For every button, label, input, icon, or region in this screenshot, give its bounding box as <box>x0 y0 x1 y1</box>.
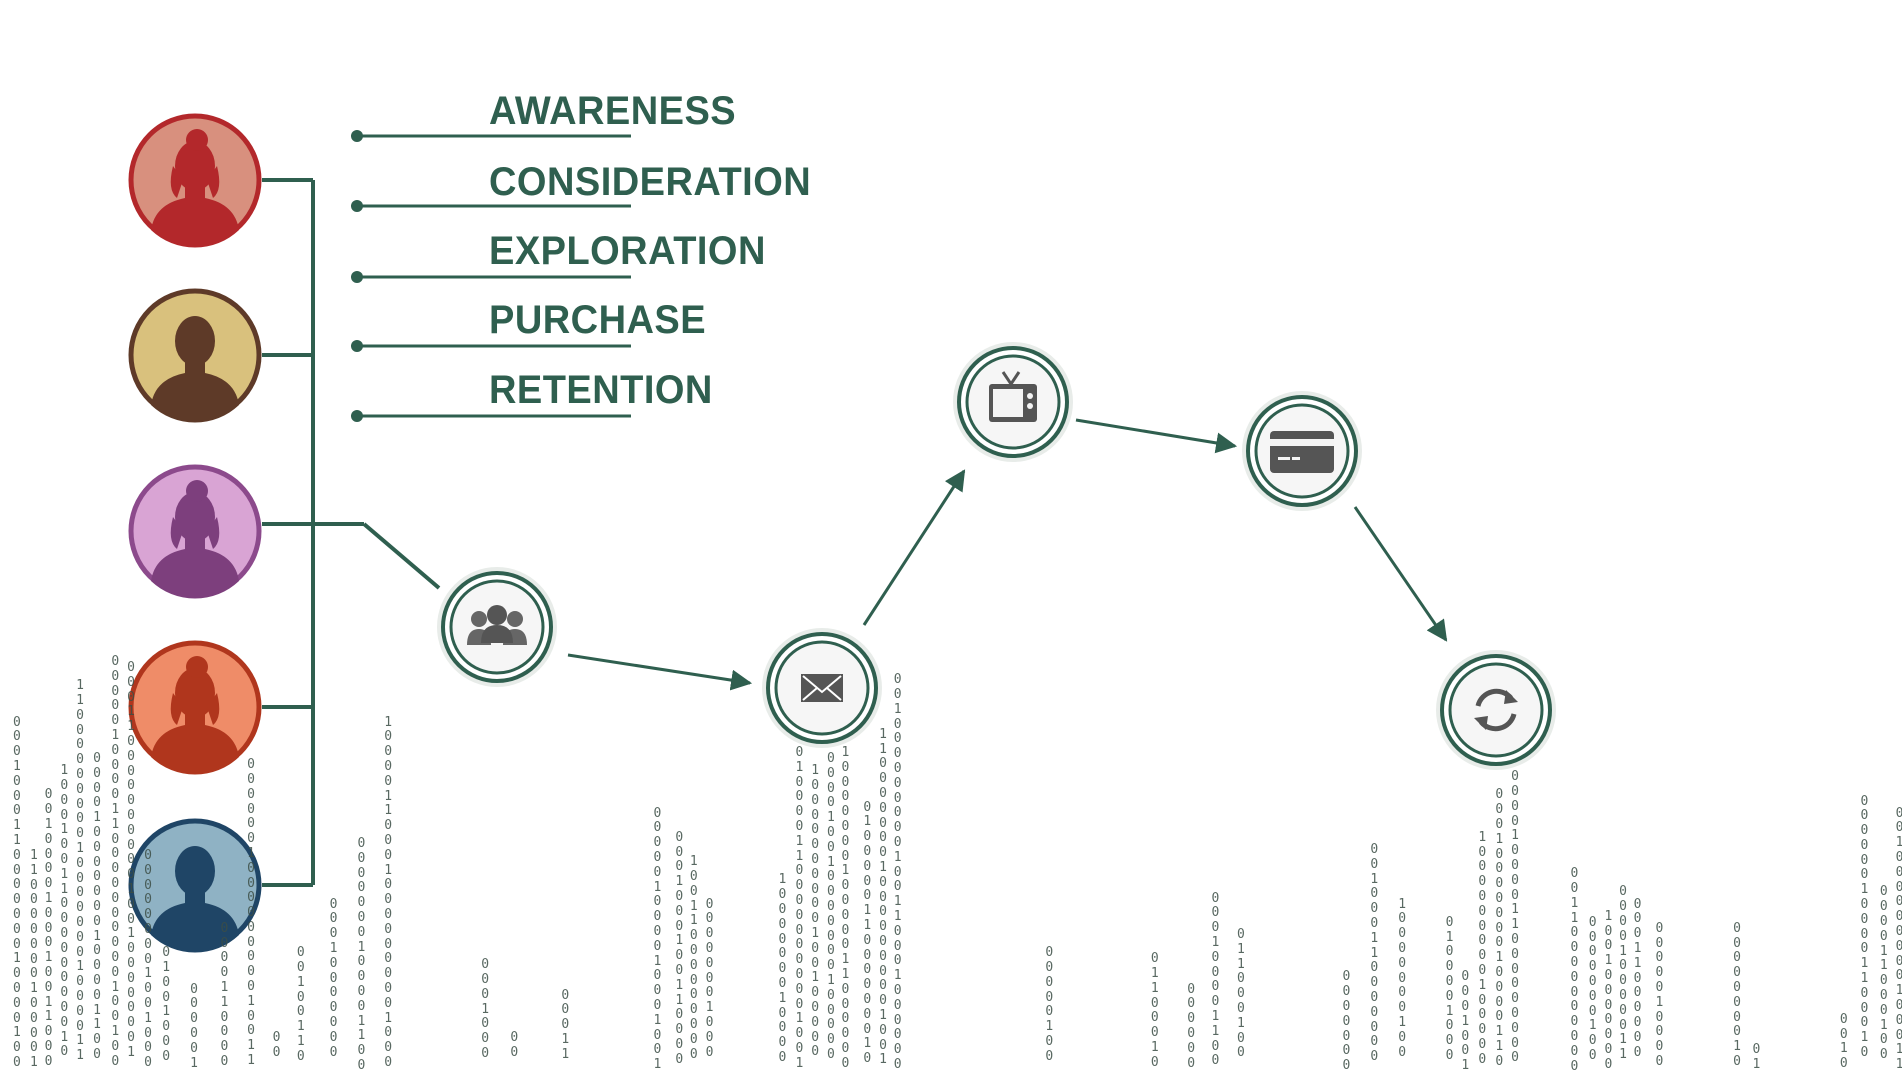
binary-column: 10001001100000000010 <box>60 763 69 1060</box>
binary-column: 00 <box>272 1030 281 1060</box>
persona-connector <box>262 178 441 887</box>
touchpoint-node-tv[interactable] <box>953 342 1073 462</box>
touchpoint-node-mail[interactable] <box>762 628 882 748</box>
binary-column: 0100001100000000001001 <box>795 744 804 1071</box>
binary-column: 000010000011 <box>1619 884 1627 1063</box>
person-silhouette-icon <box>151 316 239 423</box>
binary-column: 0010 <box>1839 1011 1848 1072</box>
binary-column: 000001 <box>190 981 198 1071</box>
binary-column: 1000000010000011000000 <box>841 744 850 1071</box>
binary-column: 000100011000000010000100 <box>13 714 21 1070</box>
binary-column: 0001001 <box>1461 969 1470 1074</box>
binary-column: 000011000100 <box>1879 884 1888 1063</box>
binary-column: 110000000100001 <box>30 848 38 1071</box>
touchpoint-node-credit-card[interactable] <box>1242 391 1362 511</box>
mail-icon <box>801 674 843 702</box>
binary-column: 0000000100 <box>1588 914 1597 1063</box>
binary-column: 01001000 <box>162 945 171 1064</box>
binary-column: 00 <box>510 1030 519 1060</box>
binary-column: 011000100 <box>1236 926 1245 1061</box>
stage-lines <box>351 130 631 422</box>
touchpoint-node-refresh[interactable] <box>1436 650 1556 770</box>
binary-column: 0001000 <box>481 957 490 1062</box>
stage-label-retention: RETENTION <box>489 368 713 412</box>
group-icon <box>467 605 527 645</box>
person-silhouette-icon <box>151 129 239 248</box>
binary-column: 0010000100010011000 <box>44 787 53 1069</box>
binary-column: 001000000000100110001000000 <box>893 672 902 1072</box>
binary-column: 0100001000 <box>1445 914 1454 1063</box>
arrow-card-to-refresh <box>1353 506 1448 642</box>
arrow-mail-to-tv <box>862 469 966 626</box>
person-silhouette-icon <box>151 846 239 953</box>
stage-label-consideration: CONSIDERATION <box>489 160 812 204</box>
binary-column: 11000000000100000001000011 <box>76 678 84 1064</box>
person-silhouette-icon <box>151 480 239 599</box>
binary-column: 001000000000100011 <box>1895 805 1902 1073</box>
binary-column: 0000010000 <box>1655 920 1664 1070</box>
stage-label-awareness: AWARENESS <box>489 89 737 133</box>
binary-column: 01100010 <box>1150 951 1159 1070</box>
stage-dot <box>351 340 363 352</box>
stage-dot <box>351 200 363 212</box>
binary-column: 11000000010000000001001 <box>879 726 887 1068</box>
journey-arrows <box>567 418 1448 691</box>
stage-dot <box>351 410 363 422</box>
persona-woman-red-avatar <box>128 113 262 248</box>
persona-woman-orange-avatar <box>128 640 262 775</box>
arrow-group-to-mail <box>567 653 753 691</box>
binary-column: 0000110000 <box>220 920 229 1070</box>
stage-label-purchase: PURCHASE <box>489 298 707 342</box>
credit-card-icon <box>1270 431 1334 473</box>
tv-icon <box>989 371 1037 422</box>
binary-column: 000000100001100010 <box>1860 793 1869 1061</box>
binary-column: 00010000000 <box>329 896 338 1060</box>
stage-dot <box>351 130 363 142</box>
binary-column: 010000011000000010 <box>863 799 872 1067</box>
binary-column: 00001000011000000000 <box>1511 769 1519 1066</box>
binary-column: 0000000 <box>1342 969 1351 1074</box>
binary-column: 000001000010001001 <box>653 805 662 1073</box>
binary-column: 0001000000010000110 <box>1495 787 1504 1069</box>
binary-column: 000010000000100001100 <box>93 751 101 1062</box>
binary-column: 0000010000110000000000100100 <box>111 654 120 1069</box>
binary-column: 00100110 <box>296 945 305 1064</box>
binary-column: 0000000100001100 <box>357 835 366 1073</box>
binary-column: 10011000000000 <box>689 854 698 1062</box>
binary-column: 1000000010000 <box>778 872 787 1065</box>
stage-label-exploration: EXPLORATION <box>489 229 766 273</box>
binary-column: 000100001100 <box>1211 890 1220 1069</box>
binary-column: 000000 <box>1187 981 1196 1071</box>
binary-column: 000110000000000100100000001 <box>127 660 135 1060</box>
binary-column: 1000000000100000 <box>1478 829 1487 1067</box>
binary-column: 10000000000100100000 <box>811 763 820 1060</box>
binary-column: 10000000100 <box>1398 896 1407 1060</box>
refresh-icon <box>1474 688 1518 732</box>
binary-column: 00000001000 <box>705 896 714 1060</box>
persona-man-blue-avatar <box>128 818 262 953</box>
stage-dot <box>351 271 363 283</box>
persona-woman-purple-avatar <box>128 464 262 599</box>
arrow-tv-to-card <box>1075 418 1238 454</box>
binary-column: 00000100 <box>1045 945 1054 1064</box>
binary-column: 01 <box>1752 1042 1761 1072</box>
binary-column: 000000100000000010011 <box>247 757 255 1069</box>
persona-man-tan-avatar <box>128 288 262 423</box>
binary-column: 00110000000000 <box>1570 866 1579 1074</box>
binary-column: 00011 <box>561 987 570 1062</box>
binary-column: 0000000010 <box>1733 920 1741 1070</box>
binary-column: 100001100010000000001000 <box>384 714 393 1070</box>
touchpoint-node-group[interactable] <box>437 567 557 687</box>
binary-column: 000010010000000100000 <box>826 751 835 1062</box>
binary-column: 00011000000 <box>1633 896 1642 1060</box>
person-silhouette-icon <box>151 656 239 775</box>
binary-column: 0001000100110000 <box>675 829 684 1067</box>
binary-column: 000000001001000 <box>144 848 152 1071</box>
binary-column: 10010000000 <box>1604 908 1613 1072</box>
binary-column: 001000110000000 <box>1370 842 1379 1065</box>
